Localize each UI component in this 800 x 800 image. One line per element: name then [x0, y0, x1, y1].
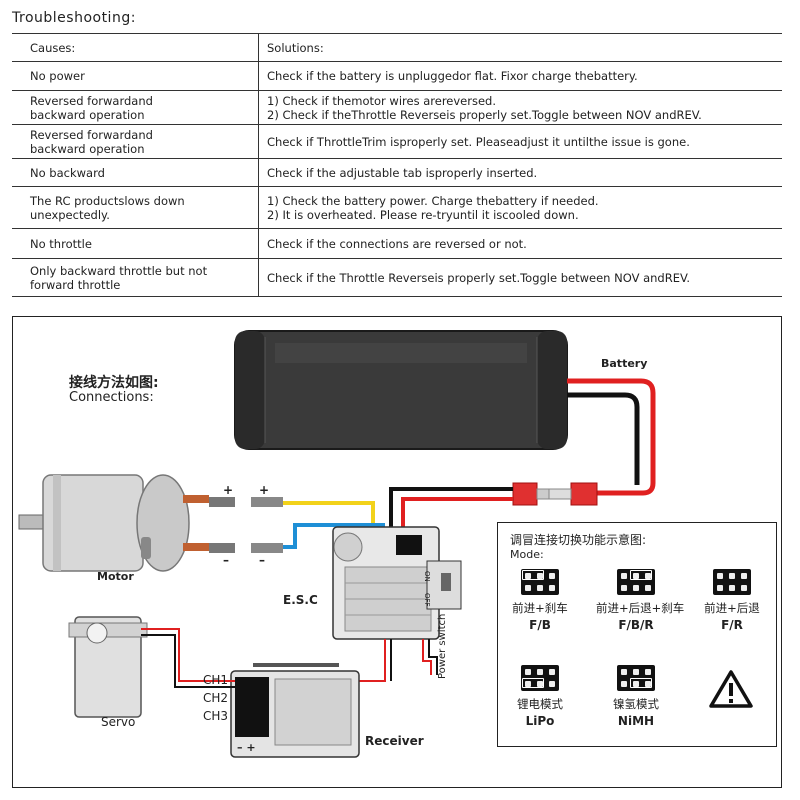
switch-on-label: ON	[423, 571, 431, 582]
cause-cell: No backward	[12, 158, 259, 187]
servo	[68, 616, 148, 718]
connection-diagram: 接线方法如图: Connections: Battery Motor E.S.C…	[12, 316, 782, 788]
cause-cell: No throttle	[12, 228, 259, 259]
receiver-label: Receiver	[365, 734, 424, 748]
warning-triangle-icon	[709, 670, 753, 708]
esc-unit	[332, 526, 462, 640]
solution-cell: Check if ThrottleTrim isproperly set. Pl…	[258, 124, 782, 159]
mode-fb-cn: 前进+刹车	[512, 601, 568, 615]
table-row: Reversed forwardand backward operation C…	[12, 124, 782, 159]
mode-fb: 前进+刹车 F/B	[500, 569, 580, 632]
solution-cell: Check if the Throttle Reverseis properly…	[258, 258, 782, 297]
header-solutions: Solutions:	[258, 33, 782, 62]
channel-2-label: CH2	[203, 691, 229, 705]
servo-wire	[141, 628, 235, 682]
esc-black-wire	[389, 487, 513, 527]
table-header-row: Causes: Solutions:	[12, 33, 782, 62]
motor-minus-label: –	[223, 553, 229, 567]
solution-cell: Check if the connections are reversed or…	[258, 228, 782, 259]
motor-label: Motor	[97, 570, 134, 583]
jumper-fb-icon	[521, 569, 559, 595]
table-row: No throttle Check if the connections are…	[12, 228, 782, 259]
battery-label: Battery	[601, 357, 648, 370]
mode-fr-cn: 前进+后退	[704, 601, 760, 615]
battery-black-wire	[567, 392, 640, 485]
jumper-fbr-icon	[617, 569, 655, 595]
power-switch-wire	[422, 639, 432, 675]
connections-en: Connections:	[69, 390, 154, 405]
cause-cell: Reversed forwardand backward operation	[12, 90, 259, 125]
solution-cell: Check if the battery is unpluggedor flat…	[258, 61, 782, 91]
motor	[18, 474, 283, 572]
esc-receiver-wire	[353, 639, 386, 682]
solution-cell: 1) Check the battery power. Charge theba…	[258, 186, 782, 229]
mode-fbr: 前进+后退+刹车 F/B/R	[596, 569, 685, 632]
receiver-polarity: – +	[237, 741, 256, 754]
mode-nimh-cn: 镍氢模式	[613, 697, 659, 711]
mode-fr-en: F/R	[721, 618, 743, 632]
mode-fr: 前进+后退 F/R	[692, 569, 772, 632]
esc-red-wire	[401, 497, 513, 527]
battery-connector	[512, 482, 598, 506]
switch-off-label: OFF	[423, 593, 431, 607]
esc-label: E.S.C	[283, 593, 318, 607]
header-causes: Causes:	[12, 33, 259, 62]
channel-1-label: CH1	[203, 673, 229, 687]
connector-minus-label: –	[259, 553, 265, 567]
mode-nimh-en: NiMH	[617, 714, 655, 728]
battery-pack	[234, 330, 568, 450]
servo-label: Servo	[101, 715, 136, 729]
mode-subheader: Mode:	[510, 548, 544, 561]
jumper-nimh-icon	[617, 665, 655, 691]
solution-cell: 1) Check if themotor wires arereversed. …	[258, 90, 782, 125]
wiring-drawing	[18, 330, 656, 758]
cause-cell: Only backward throttle but not forward t…	[12, 258, 259, 297]
jumper-lipo-icon	[521, 665, 559, 691]
mode-fbr-en: F/B/R	[618, 618, 654, 632]
mode-header: 调冒连接切换功能示意图:	[510, 533, 647, 547]
mode-lipo-cn: 锂电模式	[517, 697, 563, 711]
solution-cell: Check if the adjustable tab isproperly i…	[258, 158, 782, 187]
mode-fbr-cn: 前进+后退+刹车	[596, 601, 685, 615]
table-row: Only backward throttle but not forward t…	[12, 258, 782, 297]
table-row: The RC productslows down unexpectedly. 1…	[12, 186, 782, 229]
troubleshooting-table: Causes: Solutions: No power Check if the…	[12, 33, 782, 297]
connections-cn: 接线方法如图:	[69, 375, 159, 391]
connector-plus-label: +	[259, 483, 270, 497]
cause-cell: The RC productslows down unexpectedly.	[12, 186, 259, 229]
table-row: No power Check if the battery is unplugg…	[12, 61, 782, 91]
mode-lipo: 锂电模式 LiPo	[500, 665, 580, 728]
mode-panel: 调冒连接切换功能示意图: Mode: 前进+刹车 F/B 前进+后退+刹车 F/…	[497, 522, 777, 747]
cause-cell: Reversed forwardand backward operation	[12, 124, 259, 159]
channel-3-label: CH3	[203, 709, 229, 723]
table-row: No backward Check if the adjustable tab …	[12, 158, 782, 187]
receiver-unit	[230, 663, 360, 758]
mode-nimh: 镍氢模式 NiMH	[596, 665, 676, 728]
jumper-fr-icon	[713, 569, 751, 595]
table-row: Reversed forwardand backward operation 1…	[12, 90, 782, 125]
mode-fb-en: F/B	[529, 618, 551, 632]
mode-lipo-en: LiPo	[525, 714, 555, 728]
page-title: Troubleshooting:	[12, 10, 136, 26]
battery-red-wire	[567, 378, 656, 496]
motor-plus-label: +	[223, 483, 234, 497]
cause-cell: No power	[12, 61, 259, 91]
power-switch-label: Power switch	[437, 613, 448, 679]
